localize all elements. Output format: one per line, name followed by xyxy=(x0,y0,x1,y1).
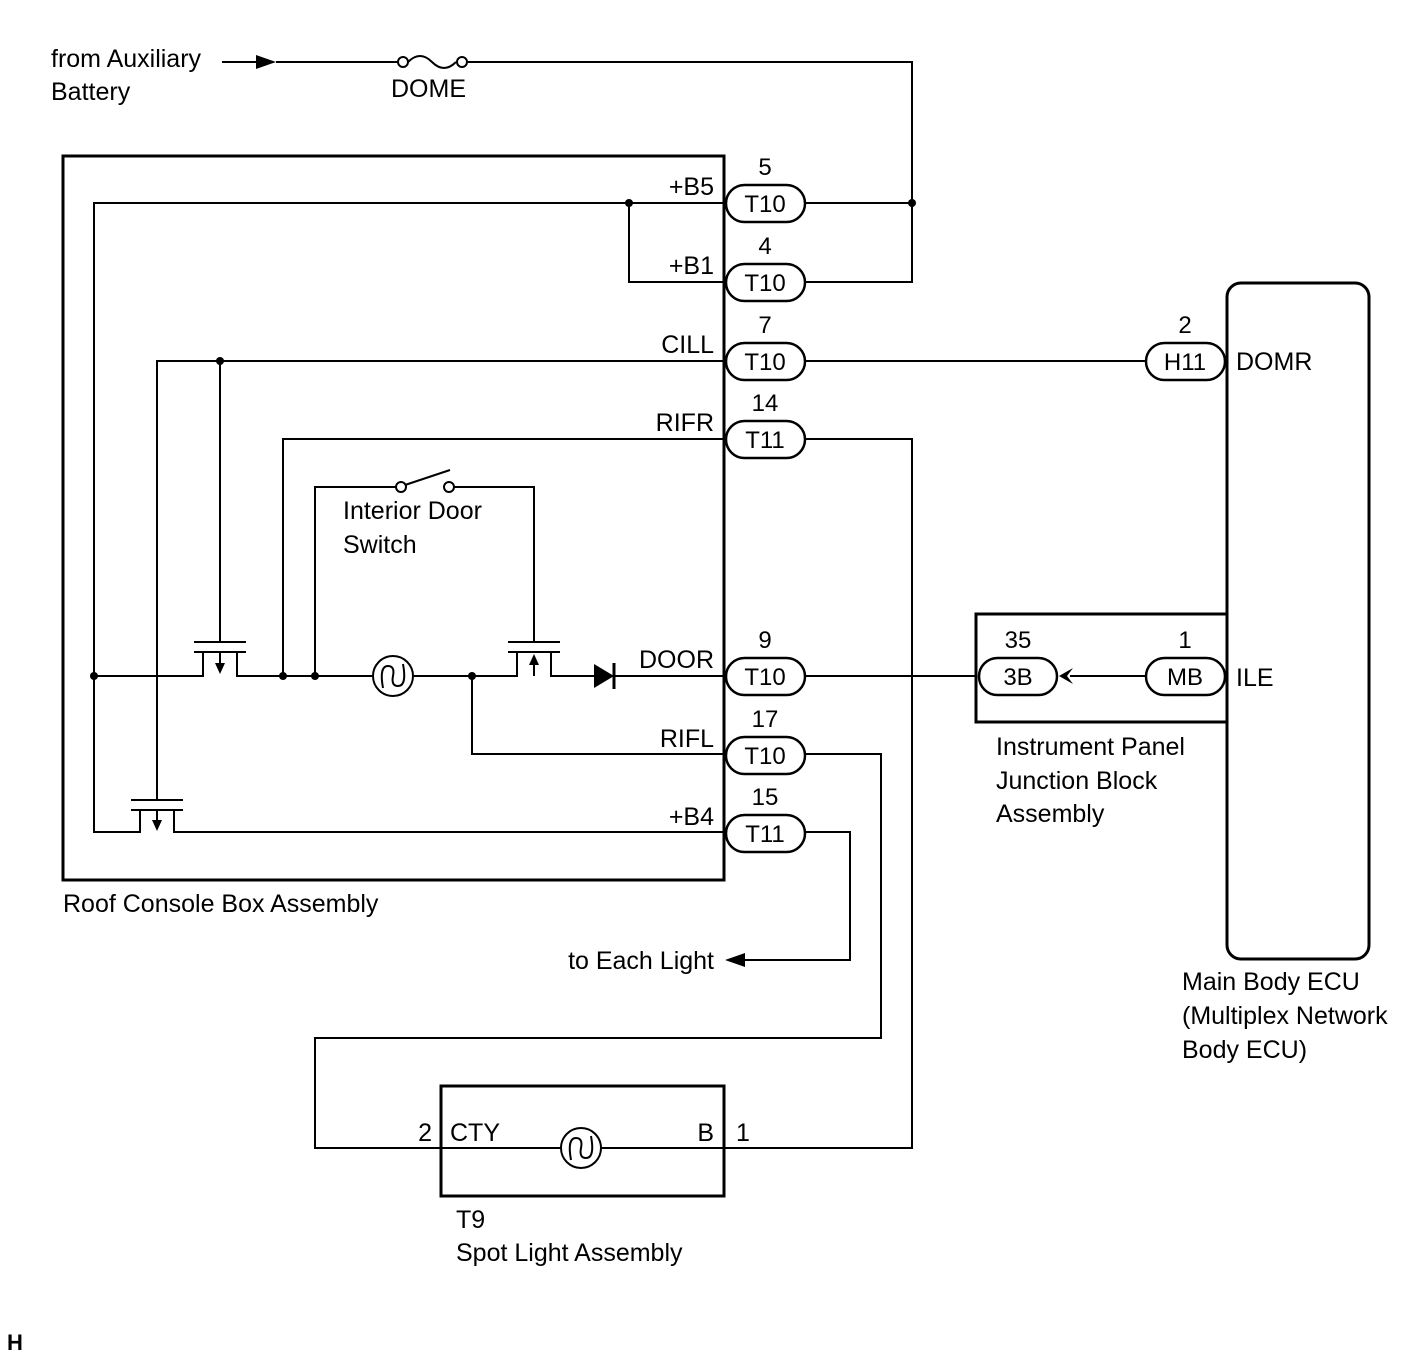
signal-label-door: DOOR xyxy=(639,646,714,674)
pin-number: 4 xyxy=(758,233,771,260)
spot-pin-2: 2 xyxy=(418,1119,432,1147)
connector-h11-code: H11 xyxy=(1164,349,1206,376)
main-body-ecu-box xyxy=(1225,281,1371,961)
signal-label-b1: +B1 xyxy=(669,252,714,280)
connector-code: T10 xyxy=(744,349,785,376)
ecu-title-line1: Main Body ECU xyxy=(1182,968,1360,996)
connector-h11 xyxy=(1144,341,1227,382)
connector-3b xyxy=(977,656,1059,697)
connector-t10-pin5: 5 T10 xyxy=(724,154,807,224)
pin-number: 9 xyxy=(758,627,771,654)
spot-signal-b: B xyxy=(697,1119,714,1147)
junction-block-box xyxy=(974,612,1229,724)
wire-dome-to-b1 xyxy=(467,61,913,283)
transistor-1-icon xyxy=(194,641,246,677)
spot-pin-1: 1 xyxy=(736,1119,750,1147)
pin-number: 5 xyxy=(758,154,771,181)
junction-title-line2: Junction Block xyxy=(996,767,1158,795)
signal-label-b5: +B5 xyxy=(669,173,714,201)
wire-b4-to-each-light xyxy=(745,831,851,961)
pin-number: 15 xyxy=(752,784,779,811)
junction-arrow-icon xyxy=(1059,668,1073,684)
figure-mark: H xyxy=(7,1330,23,1355)
connector-t10-pin4: 4 T10 xyxy=(724,233,807,303)
switch-label-line2: Switch xyxy=(343,531,417,559)
wire-rifr-internal xyxy=(282,438,724,676)
junction-pin-35: 35 xyxy=(1005,627,1032,654)
pin-number: 14 xyxy=(752,390,779,417)
to-each-light-label: to Each Light xyxy=(568,947,714,975)
connector-code: T10 xyxy=(744,270,785,297)
connector-code: T11 xyxy=(745,821,785,848)
wire-switch-right xyxy=(454,486,535,642)
spot-connector-label: T9 xyxy=(456,1206,485,1234)
ecu-signal-ile: ILE xyxy=(1236,664,1274,692)
wire-b5-internal xyxy=(93,202,724,833)
room-lamp-icon xyxy=(372,655,414,697)
wire-rifl-internal xyxy=(471,676,724,755)
wire-rifr-to-spot-b xyxy=(724,438,913,1149)
ecu-signal-domr: DOMR xyxy=(1236,348,1312,376)
roof-console-title: Roof Console Box Assembly xyxy=(63,890,379,918)
switch-label-line1: Interior Door xyxy=(343,497,482,525)
connector-code: T11 xyxy=(745,427,785,454)
spot-lamp-icon xyxy=(560,1127,602,1169)
junction-dot-b5 xyxy=(908,199,916,207)
junction-title-line3: Assembly xyxy=(996,800,1105,828)
dome-fuse-label: DOME xyxy=(391,75,466,103)
pin-number: 17 xyxy=(752,706,779,733)
connector-code: T10 xyxy=(744,664,785,691)
signal-label-rifr: RIFR xyxy=(656,409,714,437)
junction-dot-b5-bus xyxy=(90,672,98,680)
junction-dot-rifr xyxy=(279,672,287,680)
interior-door-switch-icon xyxy=(395,469,455,493)
connector-t10-pin9: 9 T10 xyxy=(724,627,807,697)
dome-fuse-icon xyxy=(397,55,468,69)
connector-code: T10 xyxy=(744,743,785,770)
wire-switch-left xyxy=(314,486,396,676)
junction-dot-b5-internal xyxy=(625,199,633,207)
wire-cill-internal xyxy=(156,360,724,800)
spot-light-box xyxy=(439,1084,726,1198)
source-arrow-icon xyxy=(256,55,276,69)
signal-label-cill: CILL xyxy=(661,331,714,359)
wire-b1-internal xyxy=(628,203,724,283)
transistor-3-icon xyxy=(131,799,183,833)
junction-dot-cill xyxy=(216,357,224,365)
wire-rifl-to-spot-cty xyxy=(314,753,882,1149)
signal-label-rifl: RIFL xyxy=(660,725,714,753)
transistor-2-icon xyxy=(508,641,560,677)
source-label-line1: from Auxiliary xyxy=(51,45,202,73)
diode-icon xyxy=(594,663,616,689)
connector-3b-code: 3B xyxy=(1003,664,1032,691)
ecu-title-line2: (Multiplex Network xyxy=(1182,1002,1388,1030)
connector-mb-code: MB xyxy=(1167,664,1203,691)
source-label-line2: Battery xyxy=(51,78,131,106)
roof-console-box xyxy=(61,154,726,882)
connector-t11-pin15: 15 T11 xyxy=(724,784,807,854)
spot-signal-cty: CTY xyxy=(450,1119,500,1147)
signal-label-b4: +B4 xyxy=(669,803,714,831)
connector-t11-pin14: 14 T11 xyxy=(724,390,807,460)
junction-title-line1: Instrument Panel xyxy=(996,733,1185,761)
connector-t10-pin17: 17 T10 xyxy=(724,706,807,776)
each-light-arrow-icon xyxy=(725,953,745,967)
ecu-pin-1: 1 xyxy=(1178,627,1191,654)
pin-number: 7 xyxy=(758,312,771,339)
ecu-title-line3: Body ECU) xyxy=(1182,1036,1307,1064)
spot-title: Spot Light Assembly xyxy=(456,1239,683,1267)
connector-code: T10 xyxy=(744,191,785,218)
ecu-pin-2: 2 xyxy=(1178,312,1191,339)
connector-t10-pin7: 7 T10 xyxy=(724,312,807,382)
